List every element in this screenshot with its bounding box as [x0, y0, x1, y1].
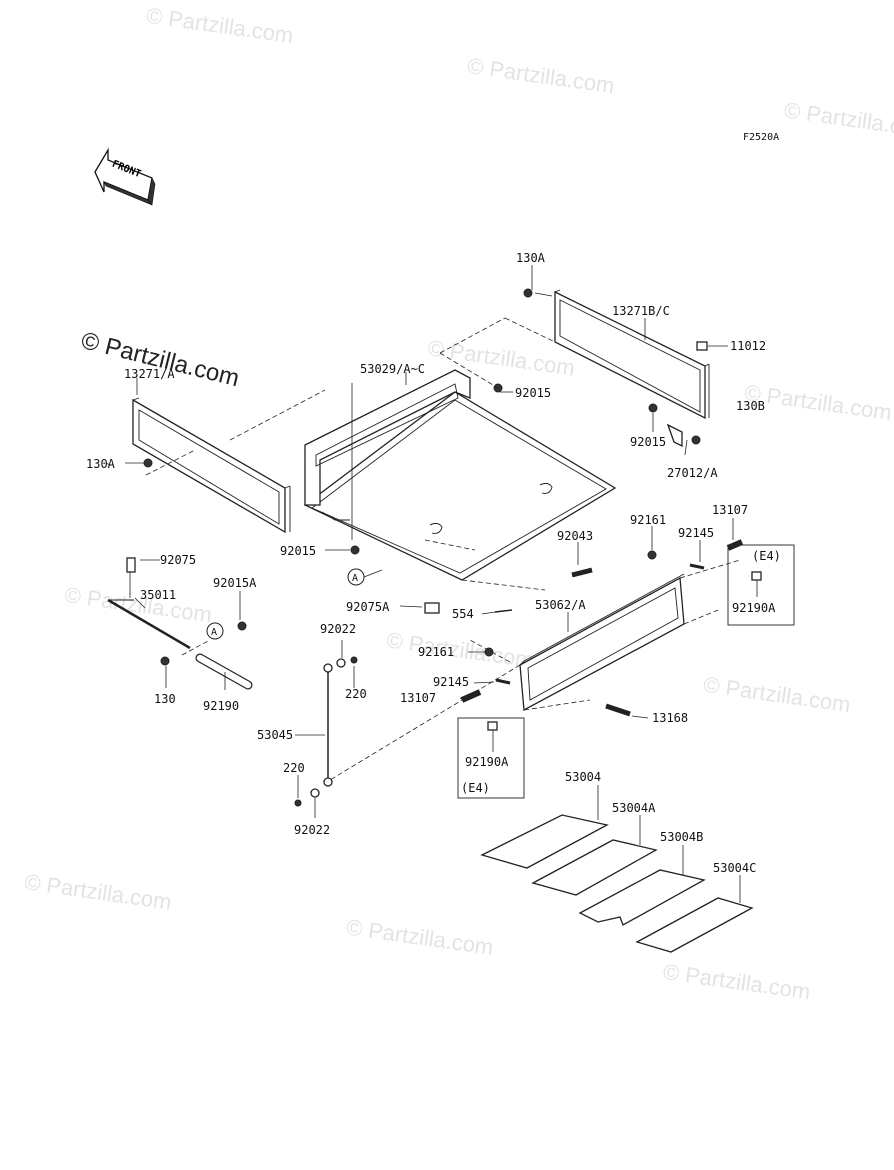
part-label: 53045 [257, 728, 293, 742]
part-label: 13271B/C [612, 304, 670, 318]
part-label: 53004 [565, 770, 601, 784]
part-label: 220 [283, 761, 305, 775]
part-label: 130 [154, 692, 176, 706]
part-label: 92075A [346, 600, 390, 614]
part-label: 92015 [280, 544, 316, 558]
svg-text:A: A [352, 573, 358, 584]
part-label: 92022 [320, 622, 356, 636]
watermark: © Partzilla.com [385, 627, 535, 672]
rear-panel [554, 289, 710, 420]
watermark: © Partzilla.com [743, 380, 893, 425]
cargo-bed [303, 369, 617, 581]
watermark: © Partzilla.com [702, 672, 852, 717]
part-label: 92075 [160, 553, 196, 567]
part-label: 11012 [730, 339, 766, 353]
callout-a-rod: A [206, 622, 224, 640]
left-panel [132, 397, 291, 534]
part-label: 92161 [418, 645, 454, 659]
watermark: © Partzilla.com [63, 582, 213, 627]
mats [480, 814, 754, 953]
part-label: 92145 [433, 675, 469, 689]
small-parts [107, 288, 762, 807]
part-label: 53062/A [535, 598, 586, 612]
part-labels: 130A 13271B/C 11012 53029/A~C 92015 1327… [86, 251, 781, 875]
watermark: © Partzilla.com [466, 53, 616, 98]
watermark: © Partzilla.com [662, 959, 812, 1004]
watermark: © Partzilla.com [145, 3, 295, 48]
part-label: 92145 [678, 526, 714, 540]
part-label: 92190A [732, 601, 776, 615]
part-label: 13271/A [124, 367, 175, 381]
part-label: 92161 [630, 513, 666, 527]
part-label: 92022 [294, 823, 330, 837]
watermark-dark: © Partzilla.com [78, 327, 241, 392]
svg-text:A: A [211, 627, 217, 638]
callout-a-bed: A [347, 568, 383, 586]
part-label: 53004C [713, 861, 756, 875]
part-label: 13107 [400, 691, 436, 705]
part-label: 92190 [203, 699, 239, 713]
watermark: © Partzilla.com [345, 914, 495, 959]
part-label: 554 [452, 607, 474, 621]
diagram-code: F2520A [743, 132, 779, 143]
tailgate [519, 573, 685, 712]
watermark-dark-text: © Partzilla.com [78, 327, 241, 392]
part-label: (E4) [461, 781, 490, 795]
part-label: 35011 [140, 588, 176, 602]
part-label: 92043 [557, 529, 593, 543]
part-label: 53004B [660, 830, 703, 844]
part-label: 53004A [612, 801, 656, 815]
part-label: 92015 [515, 386, 551, 400]
part-label: 220 [345, 687, 367, 701]
part-label: 53029/A~C [360, 362, 425, 376]
e4-box-mid [457, 717, 525, 799]
part-label: 92015A [213, 576, 257, 590]
leader-lines [105, 265, 758, 903]
part-label: 130B [736, 399, 765, 413]
part-label: 27012/A [667, 466, 718, 480]
front-arrow-icon: FRONT [94, 147, 156, 206]
part-label: 92015 [630, 435, 666, 449]
part-label: 13168 [652, 711, 688, 725]
part-label: 13107 [712, 503, 748, 517]
part-label: 130A [516, 251, 546, 265]
part-label: (E4) [752, 549, 781, 563]
e4-box-right [727, 544, 795, 626]
watermark: © Partzilla.com [23, 869, 173, 914]
part-label: 130A [86, 457, 116, 471]
watermark: © Partzilla.com [783, 97, 894, 142]
part-label: 92190A [465, 755, 509, 769]
